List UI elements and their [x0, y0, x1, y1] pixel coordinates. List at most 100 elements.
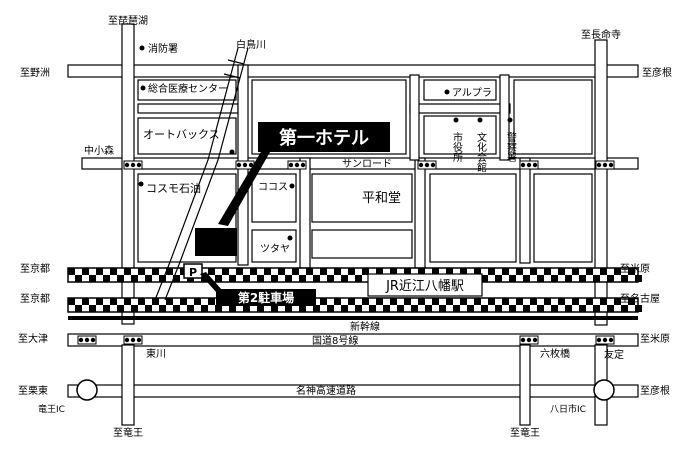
signal-lamp [608, 337, 614, 343]
dir-nagoya: 至名古屋 [620, 292, 660, 305]
hotel-label: 第一ホテル [279, 127, 369, 149]
rail-checker [348, 268, 355, 275]
rail-checker [460, 298, 467, 305]
rail-checker [509, 305, 516, 312]
rail-checker [257, 305, 264, 312]
signal-lamp [248, 162, 254, 168]
rail-checker [271, 275, 278, 282]
signal-lamp [532, 162, 538, 168]
rail-checker [565, 275, 572, 282]
rail-checker [103, 305, 110, 312]
rail-checker [320, 298, 327, 305]
rail-checker [152, 298, 159, 305]
rail-checker [474, 268, 481, 275]
road-v-left-lower [121, 344, 135, 426]
rail-checker [516, 268, 523, 275]
rail-checker [635, 275, 642, 282]
dir-choumeiji: 至長命寺 [581, 28, 621, 41]
rail-checker [446, 268, 453, 275]
dir-biwako: 至琵琶湖 [108, 15, 148, 27]
rail-checker [593, 275, 600, 282]
label-shinkansen: 新幹線 [350, 320, 380, 333]
signal-lamp [84, 337, 90, 343]
rail-checker [544, 298, 551, 305]
label-youkaichi-ic: 八日市IC [550, 403, 586, 415]
label-heiwado: 平和堂 [362, 191, 401, 206]
rail-checker [530, 268, 537, 275]
youkaichi-ic-loop [593, 379, 615, 401]
signal-lamp [424, 162, 430, 168]
dir-kurita: 至栗東 [18, 384, 48, 397]
dot-autobacs [229, 149, 235, 155]
rail-checker [495, 275, 502, 282]
road-top-horizontal [67, 64, 639, 78]
rail-checker [481, 275, 488, 282]
rail-checker [502, 268, 509, 275]
rail-checker [292, 268, 299, 275]
signal-lamp [596, 337, 602, 343]
rail-checker [628, 268, 635, 275]
rail-checker [68, 298, 75, 305]
label-fire-station: 消防署 [148, 42, 178, 55]
parking-label: 第2駐車場 [238, 290, 294, 305]
signal-lamp [130, 162, 136, 168]
signal-lamp [294, 162, 300, 168]
block-tsutaya [251, 229, 297, 263]
signal-lamp [526, 337, 532, 343]
rail-checker [348, 298, 355, 305]
label-ryuou-ic: 竜王IC [38, 403, 65, 415]
rail-checker [537, 305, 544, 312]
road-arupura-lower [409, 103, 511, 114]
rail-checker [628, 298, 635, 305]
rail-checker [341, 275, 348, 282]
rail-checker [82, 298, 89, 305]
dir-hikone-bottom: 至彦根 [640, 384, 670, 397]
rail-checker [551, 305, 558, 312]
rail-checker [537, 275, 544, 282]
rail-checker [579, 305, 586, 312]
rail-checker [341, 305, 348, 312]
rail-checker [159, 275, 166, 282]
rail-checker [376, 298, 383, 305]
signal-lamp [430, 162, 436, 168]
rail-checker [523, 275, 530, 282]
signal-lamp [136, 162, 142, 168]
parking-symbol: P [189, 266, 197, 279]
dot-cultural-hall [477, 117, 483, 123]
rail-checker [530, 298, 537, 305]
signal-lamp [520, 162, 526, 168]
rail-checker [166, 268, 173, 275]
dot-cosmo [138, 181, 144, 187]
rail-checker [502, 298, 509, 305]
rail-checker [152, 268, 159, 275]
rail-checker [572, 298, 579, 305]
rail-checker [145, 275, 152, 282]
road-v-center [299, 157, 311, 269]
dir-yasu: 至野洲 [20, 67, 50, 79]
dot-police [507, 117, 513, 123]
road-v-left [121, 23, 135, 325]
label-tomosada: 友定 [604, 348, 624, 361]
label-sunroad: サンロード [342, 158, 392, 170]
rail-checker [264, 268, 271, 275]
river-shiratori [154, 47, 249, 301]
rail-checker [411, 305, 418, 312]
road-v-arupura [409, 74, 420, 161]
rail-checker [334, 298, 341, 305]
rail-checker [376, 268, 383, 275]
rail-checker [159, 305, 166, 312]
label-tsutaya: ツタヤ [260, 243, 290, 255]
rail-checker [544, 268, 551, 275]
label-cocos: ココス [258, 182, 288, 193]
dir-kyoto-2: 至京都 [20, 292, 50, 305]
label-city-hall: 市役所 [451, 131, 463, 163]
rail-checker [166, 298, 173, 305]
dir-kyoto-1: 至京都 [20, 262, 50, 275]
rail-checker [96, 298, 103, 305]
rail-checker [208, 268, 215, 275]
rail-checker [103, 275, 110, 282]
label-nakakomori: 中小森 [84, 144, 114, 157]
rail-checker [369, 305, 376, 312]
rail-checker [439, 305, 446, 312]
